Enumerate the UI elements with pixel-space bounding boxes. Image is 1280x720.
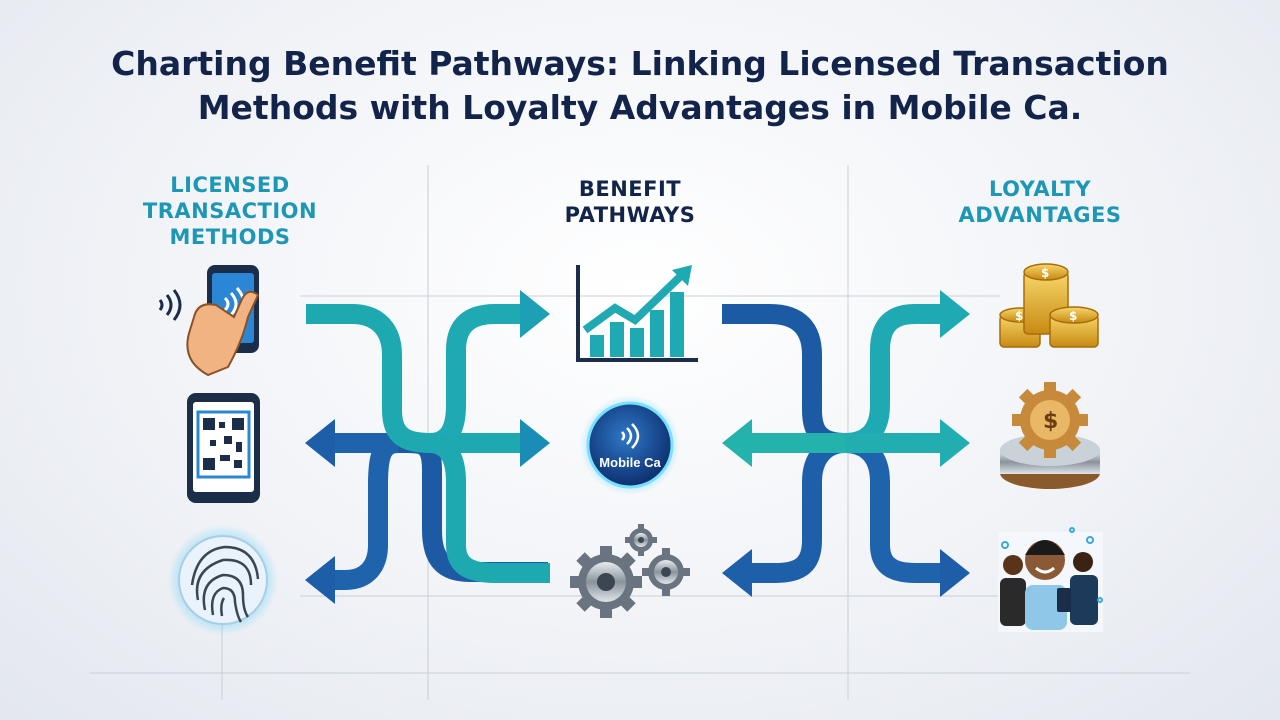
guide-lines: [90, 165, 1190, 700]
left-pathway-network: [305, 290, 550, 604]
growth-chart-icon: [576, 265, 698, 362]
svg-text:$: $: [1069, 309, 1077, 323]
fingerprint-icon: [168, 525, 278, 635]
diagram-title: Charting Benefit Pathways: Linking Licen…: [40, 42, 1240, 130]
arrowhead-left-4: [305, 556, 335, 604]
center-heading-line-1: BENEFIT: [578, 177, 682, 201]
contactless-phone-icon: [158, 265, 260, 377]
blue-flow-r2: [745, 433, 846, 583]
teal-flow-r2: [844, 304, 940, 453]
gear-coin-icon: $: [1000, 382, 1100, 489]
left-heading-line-2: TRANSACTION: [142, 199, 318, 223]
teal-flow-1: [306, 304, 520, 453]
teal-flow-3: [428, 433, 550, 583]
left-heading-line-1: LICENSED: [170, 173, 290, 197]
left-column-heading: LICENSED TRANSACTION METHODS: [120, 172, 340, 250]
left-heading-line-3: METHODS: [169, 225, 291, 249]
arrowhead-right-1: [940, 290, 970, 338]
arrowhead-right-4: [722, 419, 752, 467]
gears-icon: [570, 524, 690, 618]
title-line-1: Charting Benefit Pathways: Linking Licen…: [111, 44, 1169, 83]
right-pathway-network: [722, 290, 970, 597]
center-column-heading: BENEFIT PATHWAYS: [520, 176, 740, 228]
svg-text:$: $: [1015, 309, 1023, 323]
happy-users-icon: [998, 527, 1103, 632]
coin-stack-icon: $ $ $: [999, 263, 1099, 348]
arrowhead-left-1: [520, 290, 550, 338]
right-heading-line-2: ADVANTAGES: [958, 203, 1122, 227]
arrowhead-left-3: [305, 419, 335, 467]
qr-code-phone-icon: [187, 393, 260, 503]
right-heading-line-1: LOYALTY: [988, 177, 1092, 201]
arrowhead-left-2: [520, 419, 550, 467]
arrowhead-right-5: [722, 549, 752, 597]
blue-flow-r3: [844, 433, 945, 583]
blue-flow-3: [325, 433, 400, 590]
arrowhead-right-2: [940, 419, 970, 467]
mobile-ca-badge-label: Mobile Ca: [599, 455, 661, 470]
title-line-2: Methods with Loyalty Advantages in Mobil…: [197, 88, 1083, 127]
right-column-heading: LOYALTY ADVANTAGES: [930, 176, 1150, 228]
blue-flow-r1: [722, 304, 846, 453]
center-heading-line-2: PATHWAYS: [564, 203, 696, 227]
svg-text:$: $: [1041, 266, 1049, 280]
teal-flow-2: [429, 304, 520, 453]
arrowhead-right-3: [940, 549, 970, 597]
svg-text:$: $: [1043, 409, 1058, 434]
mobile-ca-badge-icon: [580, 395, 680, 495]
